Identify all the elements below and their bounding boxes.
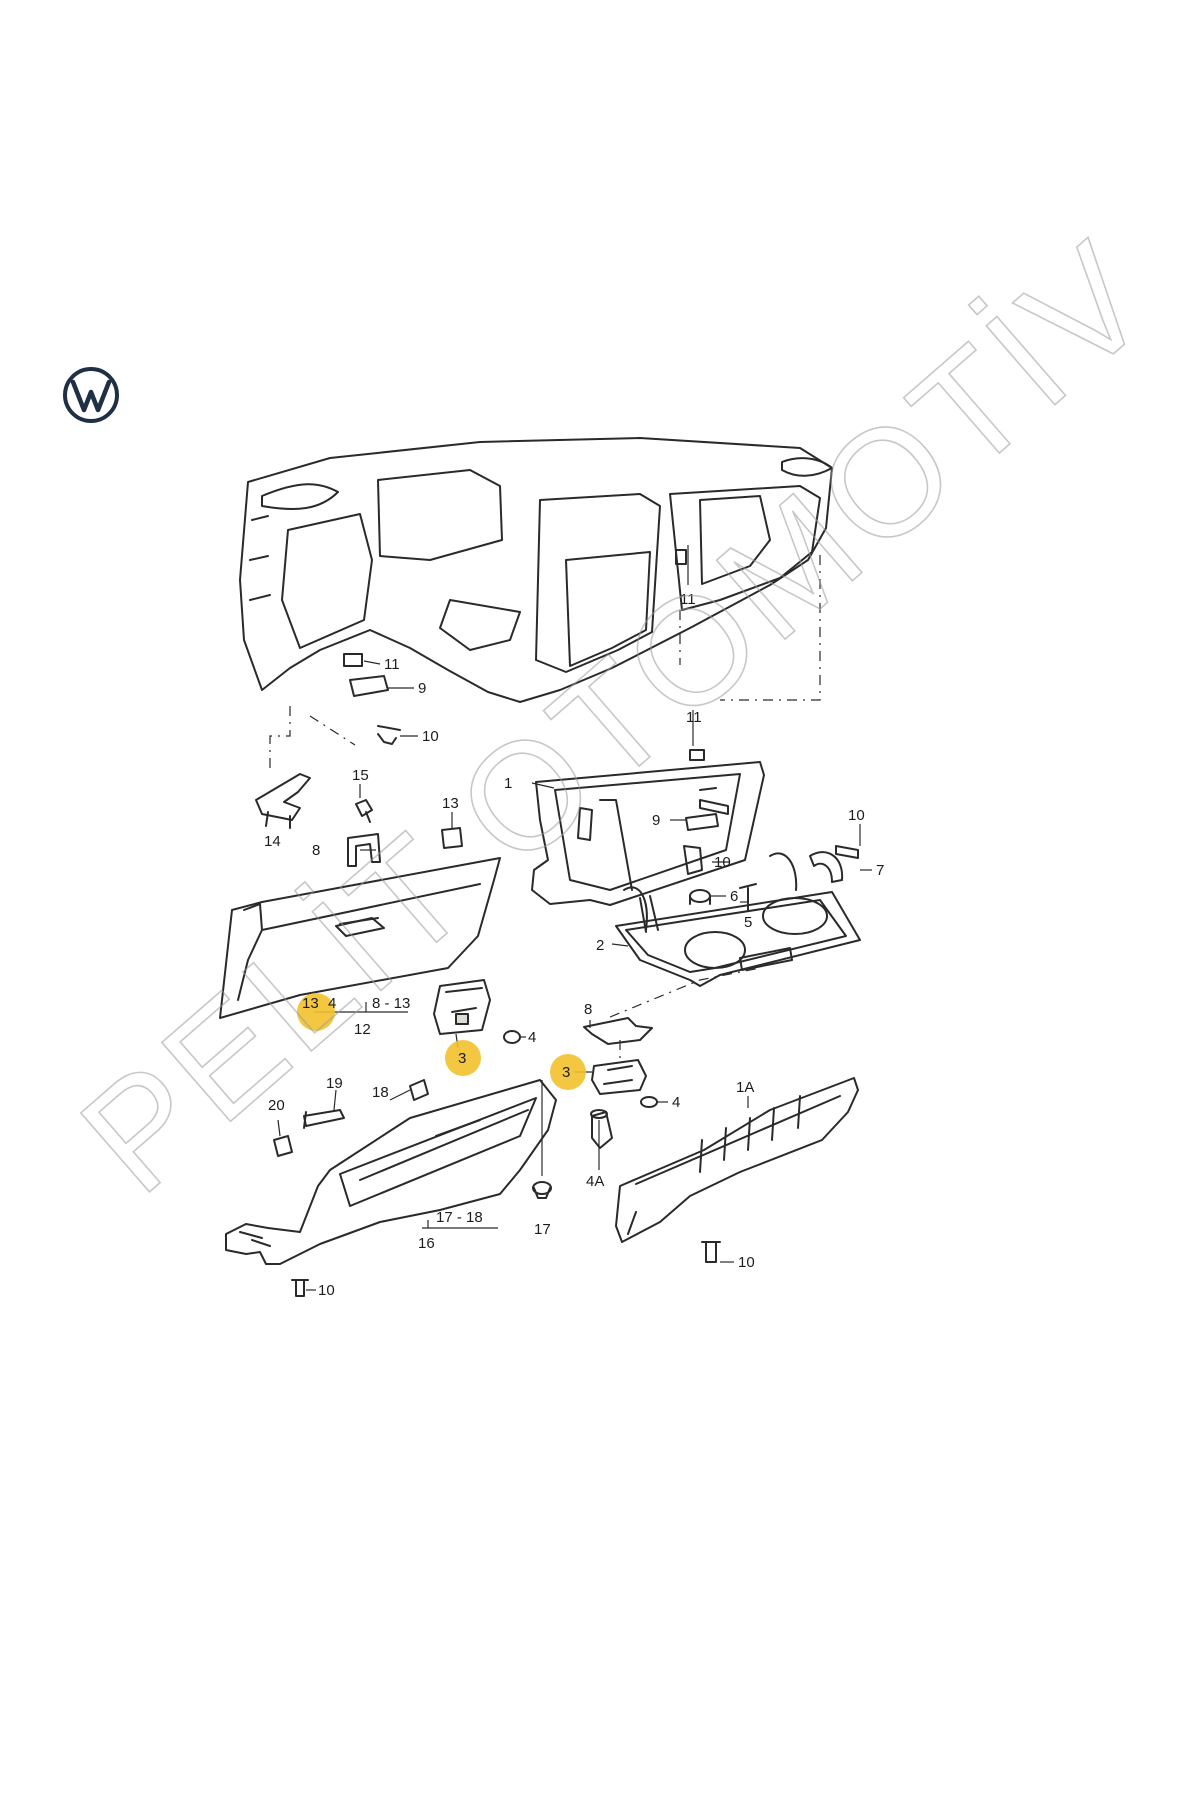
bracket-arm bbox=[623, 852, 798, 931]
callout-10-bottom: 10 bbox=[318, 1282, 335, 1299]
button-6 bbox=[689, 889, 711, 905]
callout-4a: 4A bbox=[586, 1173, 604, 1190]
cover-1a bbox=[615, 1077, 859, 1243]
screw-10-cover bbox=[701, 1241, 721, 1263]
bolt-19 bbox=[303, 1109, 345, 1129]
callout-10-top-right: 10 bbox=[848, 807, 865, 824]
highlight-3-right bbox=[550, 1054, 586, 1090]
callout-8-13: 8 - 13 bbox=[372, 995, 410, 1012]
highlight-3-left bbox=[445, 1040, 481, 1076]
callout-4-left: 4 bbox=[528, 1029, 536, 1046]
highlights bbox=[297, 993, 586, 1090]
bracket-8-right bbox=[583, 1017, 653, 1045]
highlight-13-4 bbox=[297, 993, 335, 1031]
lock-3-right bbox=[591, 1059, 647, 1095]
glovebox-lid-12 bbox=[219, 857, 501, 1019]
callout-5: 5 bbox=[744, 914, 752, 931]
tray-2 bbox=[615, 891, 861, 987]
callout-20: 20 bbox=[268, 1097, 285, 1114]
clip-18 bbox=[409, 1079, 429, 1101]
glovebox-housing-1 bbox=[531, 749, 765, 906]
callout-7: 7 bbox=[876, 862, 884, 879]
callout-11-left: 11 bbox=[384, 656, 400, 673]
callout-18: 18 bbox=[372, 1084, 389, 1101]
callout-15: 15 bbox=[352, 767, 369, 784]
callout-3-left: 3 bbox=[458, 1050, 466, 1067]
callout-12: 12 bbox=[354, 1021, 371, 1038]
screw-10-left bbox=[377, 725, 401, 745]
screw-10-housing bbox=[683, 799, 729, 875]
bumper-17 bbox=[532, 1181, 552, 1199]
dashboard-outline bbox=[239, 437, 833, 703]
callout-9-right: 9 bbox=[652, 812, 660, 829]
hinge-14 bbox=[255, 773, 311, 829]
callout-2: 2 bbox=[596, 937, 604, 954]
callout-4-right: 4 bbox=[672, 1094, 680, 1111]
screw-10-right bbox=[835, 845, 859, 859]
callout-8-right: 8 bbox=[584, 1001, 592, 1018]
glovebox-16 bbox=[225, 1079, 557, 1265]
bracket-9-left bbox=[349, 675, 389, 697]
callout-10-cover: 10 bbox=[738, 1254, 755, 1271]
callout-3-right: 3 bbox=[562, 1064, 570, 1081]
cap-4-right bbox=[640, 1096, 658, 1108]
callout-13-4: 13 bbox=[302, 995, 319, 1012]
callout-11-upper: 11 bbox=[680, 591, 696, 608]
bracket-9-right bbox=[685, 813, 719, 831]
callout-1a: 1A bbox=[736, 1079, 754, 1096]
clip-13 bbox=[441, 827, 463, 849]
callout-17: 17 bbox=[534, 1221, 551, 1238]
callout-1: 1 bbox=[504, 775, 512, 792]
hose-7 bbox=[809, 851, 844, 883]
callout-11-housing: 11 bbox=[686, 709, 702, 726]
callout-10-housing: 10 bbox=[714, 854, 731, 871]
bracket-8-left bbox=[347, 833, 381, 867]
callout-4-lid: 4 bbox=[328, 995, 336, 1012]
striker-4a bbox=[590, 1109, 613, 1149]
callout-14: 14 bbox=[264, 833, 281, 850]
callout-10-left: 10 bbox=[422, 728, 439, 745]
pin-5 bbox=[739, 883, 757, 911]
vw-logo bbox=[63, 367, 119, 423]
callout-13-clip: 13 bbox=[442, 795, 459, 812]
cap-4-left bbox=[503, 1030, 521, 1044]
callout-8-left: 8 bbox=[312, 842, 320, 859]
bolt-15 bbox=[355, 799, 373, 823]
callout-17-18: 17 - 18 bbox=[436, 1209, 483, 1226]
clip-20 bbox=[273, 1135, 293, 1157]
callout-6: 6 bbox=[730, 888, 738, 905]
callout-16: 16 bbox=[418, 1235, 435, 1252]
lock-3-left bbox=[433, 979, 491, 1035]
callout-19: 19 bbox=[326, 1075, 343, 1092]
callout-9-left: 9 bbox=[418, 680, 426, 697]
watermark: PELİT OTOMOTİV bbox=[50, 208, 1183, 1224]
clip-11-left bbox=[343, 653, 363, 667]
screw-10-bottom bbox=[291, 1279, 309, 1297]
clip-11-upper bbox=[675, 549, 687, 565]
callout-labels: 11 11 9 10 11 15 13 1 10 14 8 9 10 7 6 5… bbox=[264, 591, 884, 1299]
